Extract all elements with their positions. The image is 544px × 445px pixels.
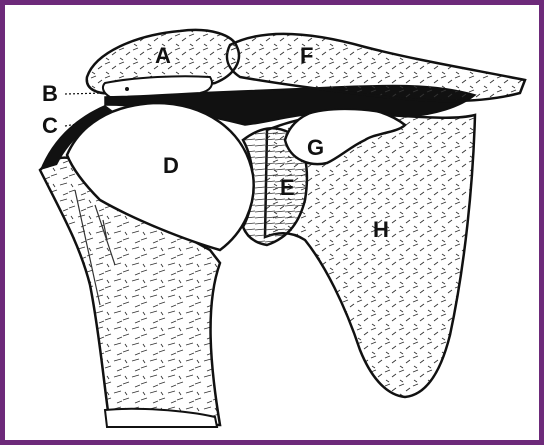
label-a: A [155,43,171,68]
label-b: B [42,81,58,106]
label-d: D [163,153,179,178]
label-h: H [373,217,389,242]
label-e: E [280,175,295,200]
label-g: G [307,135,324,160]
shoulder-anatomy-diagram: A B C D E F G H [10,10,544,445]
label-f: F [300,43,313,68]
label-c: C [42,113,58,138]
bursa-dot [125,87,129,91]
